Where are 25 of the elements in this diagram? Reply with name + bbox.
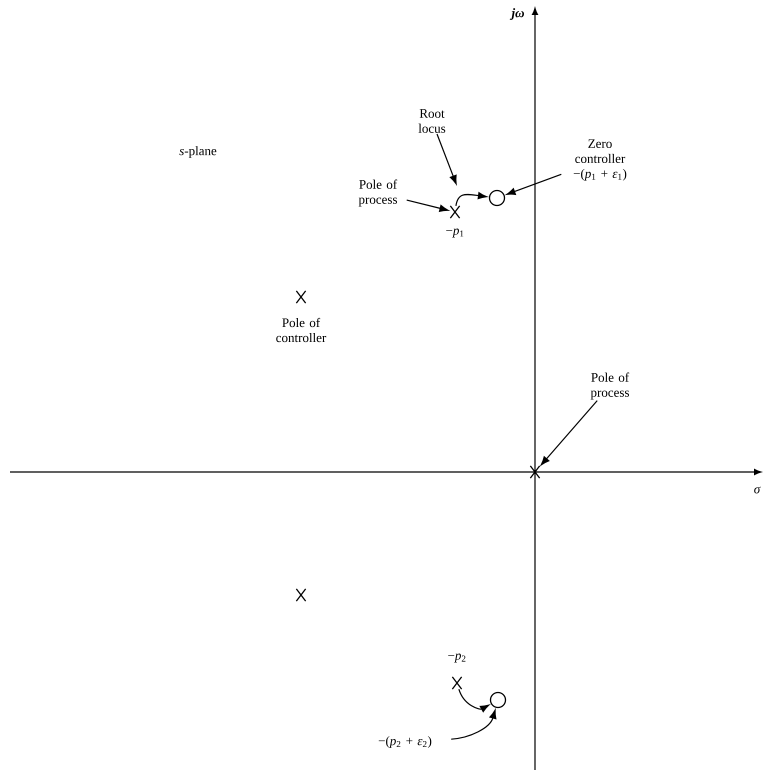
axis-label: jω: [510, 8, 524, 20]
axis-label: s-plane: [179, 146, 216, 158]
pole-marker: [530, 465, 540, 479]
node-label: Root locus: [418, 109, 446, 133]
pole-marker: [296, 588, 306, 602]
root-locus-curve: [455, 192, 487, 206]
leader-arrow: [406, 200, 448, 212]
marker-label: −p$_{2}$: [448, 654, 466, 662]
zero-marker: [488, 190, 506, 206]
node-label: Zero controller −(p$_{1}$ + ε$_{1}$): [574, 139, 626, 181]
leader-arrow: [506, 174, 562, 195]
pole-marker: [296, 290, 306, 304]
node-label: Pole of process: [358, 180, 398, 206]
zero-marker: [490, 692, 506, 708]
root-locus-curve: [458, 688, 490, 712]
marker-label: Pole of controller: [276, 318, 326, 342]
leader-arrow: [436, 134, 457, 184]
pole-marker: [452, 676, 462, 690]
pole-marker: [450, 205, 460, 219]
marker-label: −p$_{1}$: [446, 228, 464, 238]
leader-arrow: [451, 710, 496, 740]
axis-label: σ: [754, 486, 761, 494]
node-label: −(p$_{2}$ + ε$_{2}$): [378, 736, 432, 748]
leader-arrow: [540, 400, 598, 466]
node-label: Pole of process: [590, 372, 630, 400]
